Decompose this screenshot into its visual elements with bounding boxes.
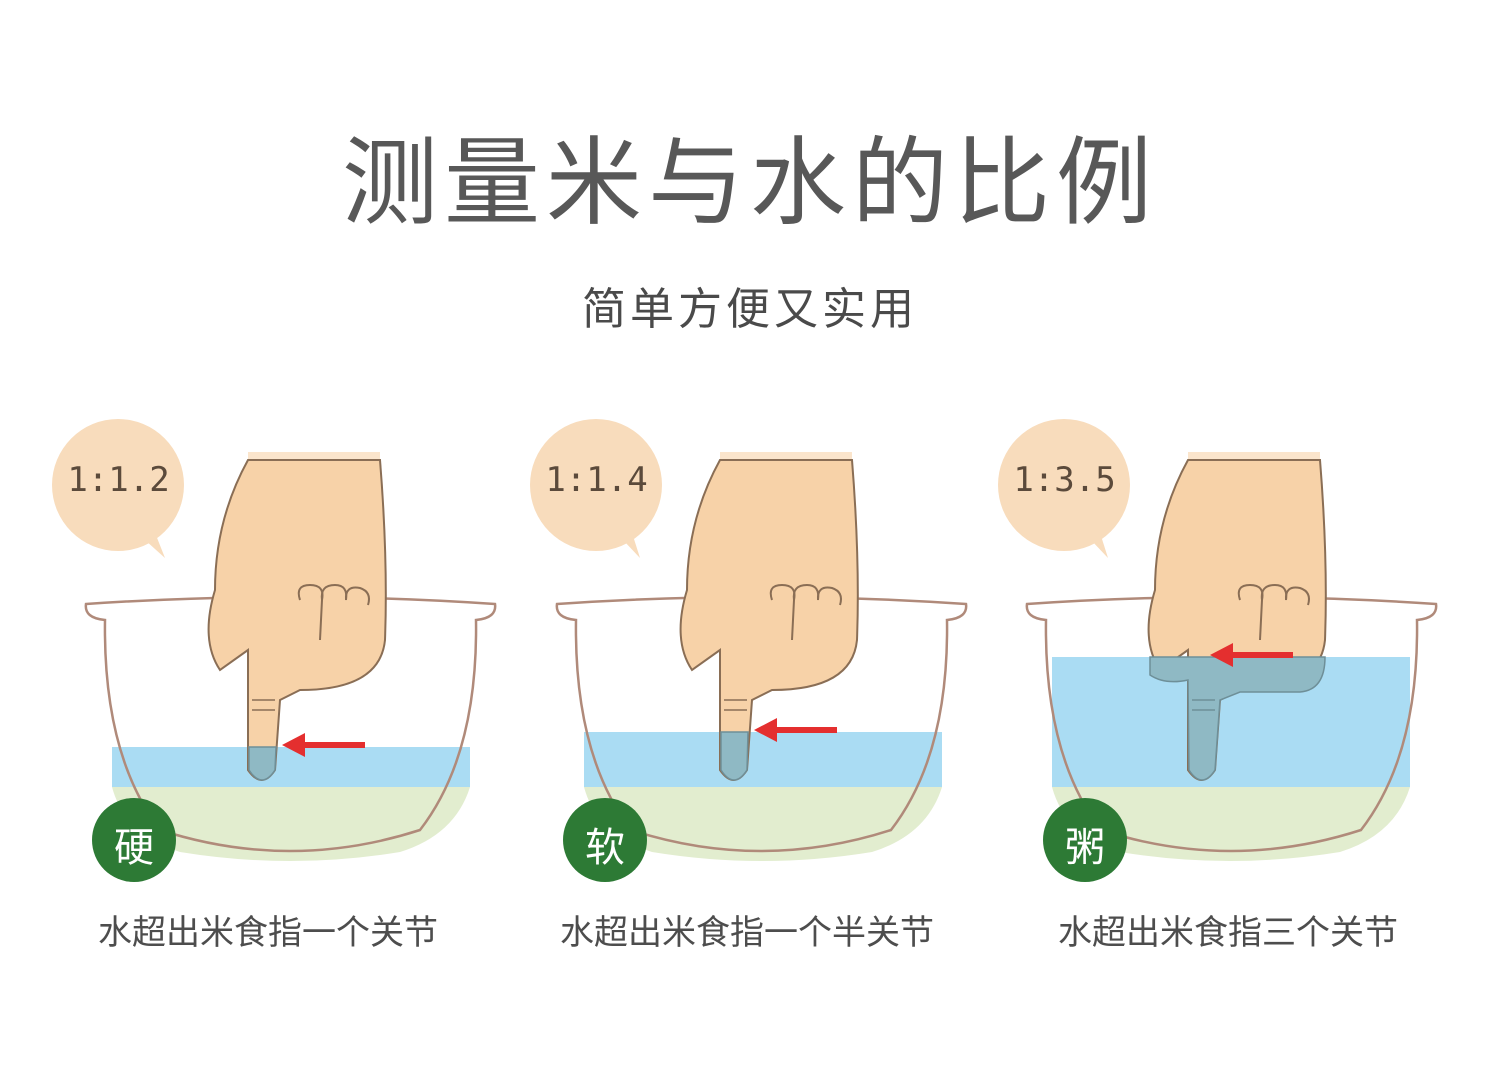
caption-2: 水超出米食指一个半关节 — [560, 913, 934, 953]
panel-2-graphic — [530, 419, 968, 882]
hand-1 — [207, 452, 387, 781]
level-arrow-3 — [1210, 643, 1293, 667]
hand-3 — [1147, 452, 1327, 781]
ratio-bubble-2 — [530, 419, 662, 551]
hand-2 — [679, 452, 859, 781]
badge-label-2: 软 — [585, 825, 625, 871]
caption-3: 水超出米食指三个关节 — [1058, 913, 1398, 953]
ratio-bubble-1 — [52, 419, 184, 551]
caption-1: 水超出米食指一个关节 — [98, 913, 438, 953]
ratio-bubble-3 — [998, 419, 1130, 551]
badge-3 — [1043, 798, 1127, 882]
badge-label-3: 粥 — [1065, 825, 1105, 871]
page-subtitle: 简单方便又实用 — [582, 284, 918, 335]
level-arrow-2 — [754, 718, 837, 742]
level-arrow-1 — [282, 733, 365, 757]
badge-1 — [92, 798, 176, 882]
panel-3-graphic — [998, 419, 1438, 882]
ratio-label-1: 1:1.2 — [67, 460, 170, 500]
badge-2 — [563, 798, 647, 882]
water-layer-1 — [112, 747, 470, 787]
badge-label-1: 硬 — [114, 825, 154, 871]
water-layer-2 — [584, 732, 942, 787]
rice-layer-3 — [1052, 787, 1410, 861]
ratio-label-3: 1:3.5 — [1013, 460, 1116, 500]
page-title: 测量米与水的比例 — [342, 127, 1158, 239]
panel-1-graphic — [52, 419, 497, 882]
ratio-label-2: 1:1.4 — [545, 460, 648, 500]
